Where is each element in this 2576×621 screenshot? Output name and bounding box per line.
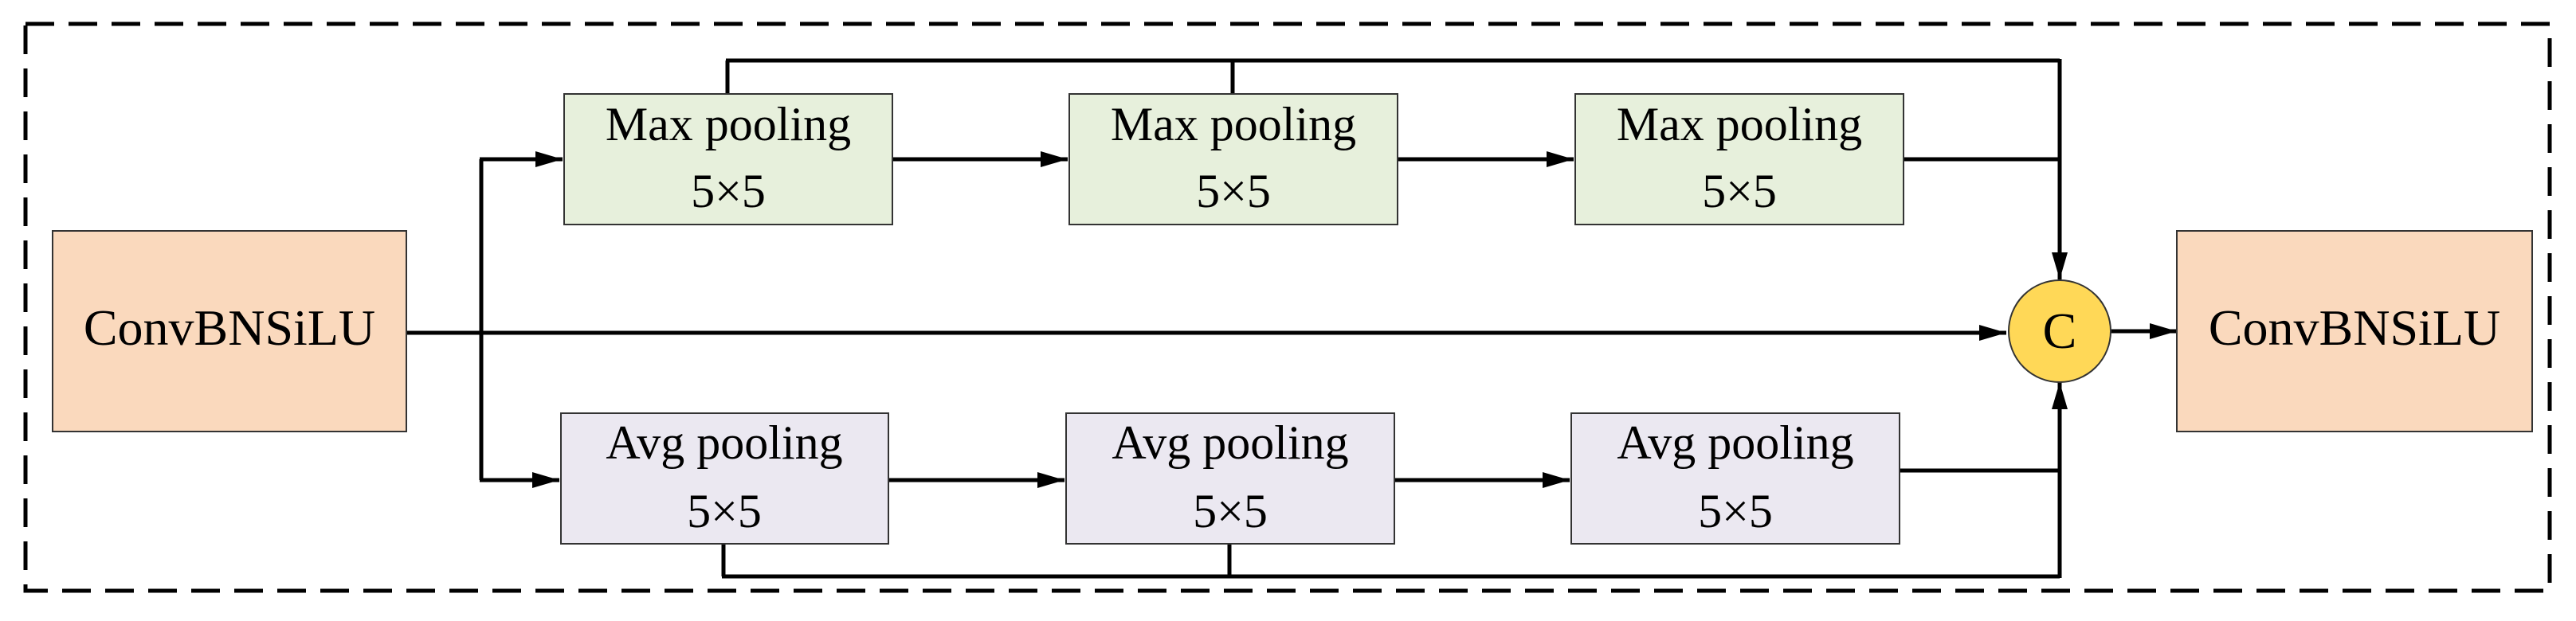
avg-pooling-3-box [1570, 412, 1900, 545]
output-block-box [2176, 230, 2533, 432]
avg-pooling-1: Avg pooling 5×5 [560, 412, 889, 545]
avg-pooling-3-size: 5×5 [1698, 485, 1773, 537]
max-pooling-1-name: Max pooling [606, 98, 851, 150]
avg-pooling-1-name: Avg pooling [606, 416, 842, 469]
avg-pooling-2-size: 5×5 [1193, 485, 1268, 537]
avg-pooling-1-box [560, 412, 889, 545]
avg-pooling-3: Avg pooling 5×5 [1570, 412, 1900, 545]
max-pooling-1: Max pooling 5×5 [563, 93, 893, 225]
avg-pooling-2: Avg pooling 5×5 [1065, 412, 1395, 545]
module-boundary [23, 21, 2552, 593]
max-pooling-3-name: Max pooling [1617, 98, 1862, 150]
avg-pooling-2-box [1065, 412, 1395, 545]
max-pooling-3-size: 5×5 [1702, 165, 1777, 217]
avg-pooling-3-name: Avg pooling [1617, 416, 1853, 469]
input-block-box [52, 230, 407, 432]
max-pooling-2-size: 5×5 [1196, 165, 1271, 217]
max-pooling-1-box [563, 93, 893, 225]
max-pooling-3-box [1574, 93, 1904, 225]
max-pooling-2-box [1068, 93, 1398, 225]
max-pooling-1-size: 5×5 [691, 165, 766, 217]
input-block-label: ConvBNSiLU [84, 299, 375, 356]
max-pooling-2-name: Max pooling [1111, 98, 1356, 150]
max-pooling-2: Max pooling 5×5 [1068, 93, 1398, 225]
concat-node: C [2008, 279, 2111, 383]
output-convbnsilu-block: ConvBNSiLU [2176, 230, 2533, 432]
avg-pooling-1-size: 5×5 [687, 485, 762, 537]
concat-label: C [2043, 303, 2077, 359]
avg-pooling-2-name: Avg pooling [1112, 416, 1348, 469]
input-convbnsilu-block: ConvBNSiLU [52, 230, 407, 432]
max-pooling-3: Max pooling 5×5 [1574, 93, 1904, 225]
output-block-label: ConvBNSiLU [2209, 299, 2500, 356]
connectors [406, 58, 2177, 579]
concat-circle [2008, 279, 2111, 383]
